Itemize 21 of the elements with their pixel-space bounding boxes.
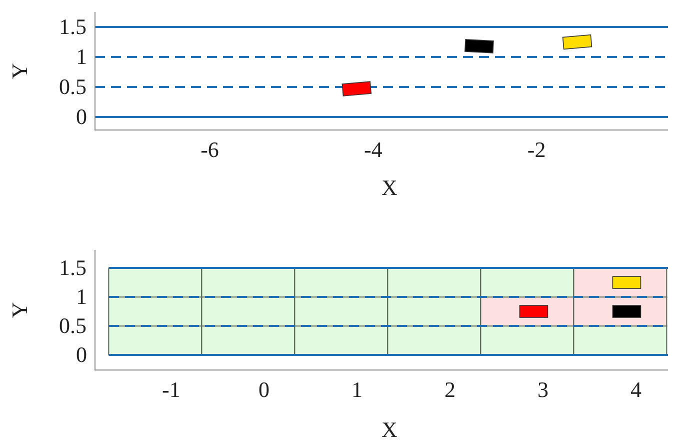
tick-label: 1.5 [59,16,86,38]
tick-label: 0 [76,344,87,366]
tick-label: 1 [76,46,87,68]
tick-label: 0 [76,106,87,128]
tick-label: -1 [162,379,180,401]
tick-label: 0 [258,379,270,401]
tick-label: 1 [76,286,87,308]
tick-label: -4 [364,139,382,161]
tick-label: 3 [538,379,548,401]
tick-label: 1 [352,379,362,401]
tick-label: 0.5 [59,315,86,337]
tick-label: X [382,419,398,441]
axis-title: Y [8,302,31,318]
tick-label: 4 [630,379,642,401]
tick-label: X [382,177,398,199]
tick-label: 1.5 [59,257,86,279]
tick-label: 0.5 [59,76,86,98]
tick-label: -2 [527,139,546,161]
axis-title: Y [8,63,31,79]
tick-label: -6 [200,139,219,161]
tick-label: 2 [444,379,456,401]
